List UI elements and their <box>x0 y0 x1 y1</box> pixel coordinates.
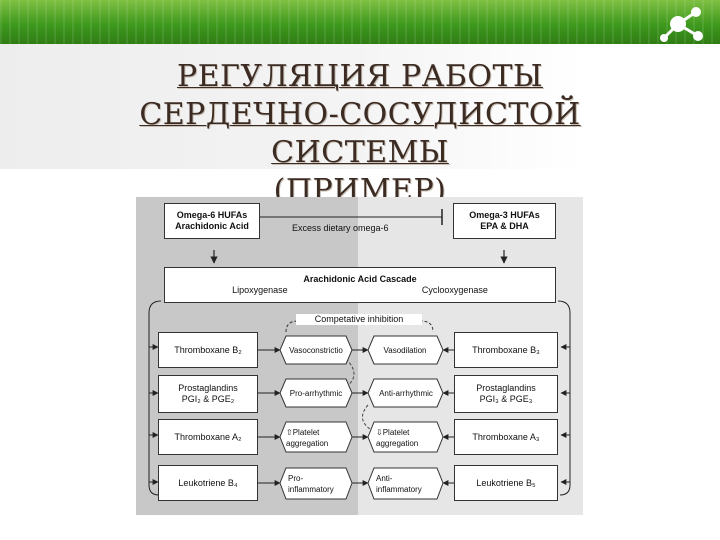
right-box-2-line2: PGI₃ & PGE₃ <box>479 394 533 404</box>
right-effect-1-line1: Vasodilation <box>383 346 427 355</box>
right-box-2-line1: Prostaglandins <box>476 383 536 393</box>
effect-shape-left <box>279 467 353 500</box>
molecule-logo-icon <box>660 7 703 42</box>
omega3-line2: EPA & DHA <box>480 221 529 231</box>
effect-shape-left <box>279 421 353 453</box>
left-effect-4: Pro- inflammatory <box>288 473 348 495</box>
right-box-4: Leukotriene B₅ <box>454 465 558 501</box>
right-effect-4-line2: inflammatory <box>376 485 422 494</box>
effect-shape-right <box>367 467 444 500</box>
effect-shape-right <box>367 335 444 365</box>
cascade-title: Arachidonic Acid Cascade <box>303 274 417 284</box>
right-effect-3-line2: aggregation <box>376 439 419 448</box>
right-effect-1: Vasodilation <box>370 345 440 356</box>
omega6-line2: Arachidonic Acid <box>175 221 249 231</box>
omega3-box: Omega-3 HUFAs EPA & DHA <box>453 203 556 239</box>
right-effect-4: Anti- inflammatory <box>376 473 438 495</box>
cyclooxygenase-label: Cyclooxygenase <box>421 285 488 295</box>
effect-shape-left <box>279 378 353 408</box>
left-effect-1: Vasoconstrictio <box>282 345 350 356</box>
left-effect-4-line1: Pro- <box>288 474 304 483</box>
cascade-box: Arachidonic Acid Cascade Lipoxygenase Cy… <box>164 267 556 303</box>
left-effect-2: Pro-arrhythmic <box>282 388 350 399</box>
right-effect-3: ⇩Platelet aggregation <box>376 427 438 449</box>
title-line-2: СЕРДЕЧНО-СОСУДИСТОЙ СИСТЕМЫ <box>139 97 581 170</box>
left-effect-3-line1: ⇧Platelet <box>286 428 320 437</box>
omega6-line1: Omega-6 HUFAs <box>176 210 248 220</box>
left-effect-2-line1: Pro-arrhythmic <box>289 389 343 398</box>
left-box-2-line1: Prostaglandins <box>178 383 238 393</box>
right-box-3-line1: Thromboxane A₃ <box>472 431 540 442</box>
left-box-1-line1: Thromboxane B₂ <box>174 344 242 355</box>
left-box-2: Prostaglandins PGI₂ & PGE₂ <box>158 375 258 413</box>
left-box-2-line2: PGI₂ & PGE₂ <box>181 394 235 404</box>
right-effect-3-line1: ⇩Platelet <box>376 428 410 437</box>
left-effect-4-line2: inflammatory <box>288 485 334 494</box>
left-effect-1-line1: Vasoconstrictio <box>289 346 343 355</box>
right-box-1: Thromboxane B₃ <box>454 332 558 368</box>
left-box-3: Thromboxane A₂ <box>158 419 258 455</box>
effect-shape-right <box>367 421 444 453</box>
omega3-line1: Omega-3 HUFAs <box>469 210 540 220</box>
excess-omega6-label: Excess dietary omega-6 <box>292 223 389 233</box>
right-box-4-line1: Leukotriene B₅ <box>476 477 536 488</box>
right-box-2: Prostaglandins PGI₃ & PGE₃ <box>454 375 558 413</box>
left-box-4-line1: Leukotriene B₄ <box>178 477 238 488</box>
right-effect-2-line1: Anti-arrhythmic <box>379 389 433 398</box>
right-box-3: Thromboxane A₃ <box>454 419 558 455</box>
title-line-1: РЕГУЛЯЦИЯ РАБОТЫ <box>176 59 544 94</box>
effect-shape-right <box>367 378 444 408</box>
slide-title: РЕГУЛЯЦИЯ РАБОТЫ СЕРДЕЧНО-СОСУДИСТОЙ СИС… <box>60 58 660 210</box>
left-box-4: Leukotriene B₄ <box>158 465 258 501</box>
left-box-3-line1: Thromboxane A₂ <box>174 431 242 442</box>
left-box-1: Thromboxane B₂ <box>158 332 258 368</box>
competitive-inhibition-label: Competative inhibition <box>296 314 422 325</box>
omega-pathway-diagram: Omega-6 HUFAs Arachidonic Acid Omega-3 H… <box>136 197 583 515</box>
left-effect-3-line2: aggregation <box>286 439 329 448</box>
banner-pattern <box>0 0 720 44</box>
title-panel <box>0 44 585 169</box>
lipoxygenase-label: Lipoxygenase <box>232 285 288 295</box>
left-effect-3: ⇧Platelet aggregation <box>286 427 348 449</box>
top-banner <box>0 0 720 44</box>
effect-shape-left <box>279 335 353 365</box>
right-box-1-line1: Thromboxane B₃ <box>472 344 540 355</box>
omega6-box: Omega-6 HUFAs Arachidonic Acid <box>164 203 260 239</box>
right-effect-4-line1: Anti- <box>376 474 393 483</box>
right-effect-2: Anti-arrhythmic <box>370 388 442 399</box>
